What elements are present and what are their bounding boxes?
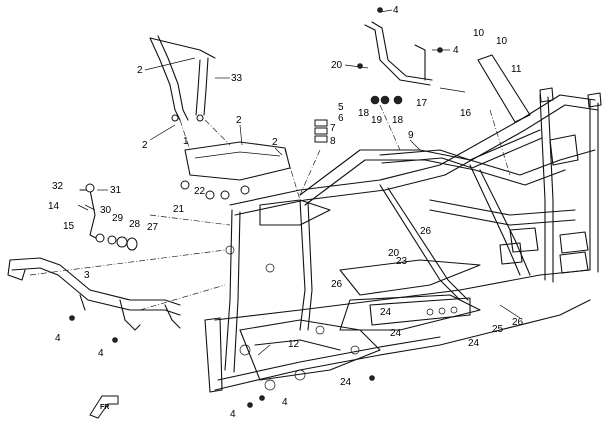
callout-30: 30 [100,205,112,216]
callout-17: 17 [416,98,428,109]
callout-5: 5 [338,102,344,113]
callout-28: 28 [129,219,141,230]
callout-labels: 4 10 10 2 33 20 4 11 5 6 7 8 18 19 18 17… [48,5,524,420]
callout-9: 9 [408,130,414,141]
callout-2: 2 [272,137,278,148]
callout-16: 16 [460,108,472,119]
callout-20: 20 [388,248,400,259]
callout-29: 29 [112,213,124,224]
callout-4: 4 [282,397,288,408]
callout-4: 4 [230,409,236,420]
callout-14: 14 [48,201,60,212]
callout-10: 10 [473,28,485,39]
callout-2: 2 [137,65,143,76]
parts-14-32-linkage [77,183,138,251]
part-9-top-tube [379,129,543,169]
part-3-front-bumper [7,257,181,331]
callout-24: 24 [340,377,352,388]
direction-arrow-label: FR [100,404,109,411]
callout-21: 21 [173,204,185,215]
callout-19: 19 [371,115,383,126]
part-17-bracket [364,21,466,105]
callout-26: 26 [331,279,343,290]
callout-12: 12 [288,339,300,350]
callout-8: 8 [330,136,336,147]
callout-6: 6 [338,113,344,124]
callout-24: 24 [468,338,480,349]
callout-2: 2 [142,140,148,151]
callout-1: 1 [183,136,189,147]
callout-2: 2 [236,115,242,126]
callout-7: 7 [330,123,336,134]
leader-lines [29,104,511,311]
part-33-grab-bar [149,35,216,122]
callout-4: 4 [98,348,104,359]
main-frame [204,87,602,393]
callout-4: 4 [55,333,61,344]
callout-33: 33 [231,73,243,84]
callout-4: 4 [453,45,459,56]
callout-pointers [84,9,521,356]
callout-25: 25 [492,324,504,335]
front-direction-arrow: FR [89,395,119,419]
callout-20: 20 [331,60,343,71]
callout-24: 24 [390,328,402,339]
callout-22: 22 [194,186,206,197]
callout-18: 18 [392,115,404,126]
callout-11: 11 [511,64,522,75]
parts-5-8-fasteners [314,119,328,143]
callout-27: 27 [147,222,159,233]
callout-31: 31 [110,185,122,196]
callout-4: 4 [393,5,399,16]
callout-32: 32 [52,181,64,192]
callout-15: 15 [63,221,75,232]
part-11-strut [477,54,531,123]
callout-3: 3 [84,270,90,281]
callout-26: 26 [512,317,524,328]
callout-18: 18 [358,108,370,119]
callout-26: 26 [420,226,432,237]
callout-10: 10 [496,36,508,47]
bolts [69,7,443,408]
callout-23: 23 [396,256,408,267]
part-1-rack [180,141,291,200]
callout-24: 24 [380,307,392,318]
